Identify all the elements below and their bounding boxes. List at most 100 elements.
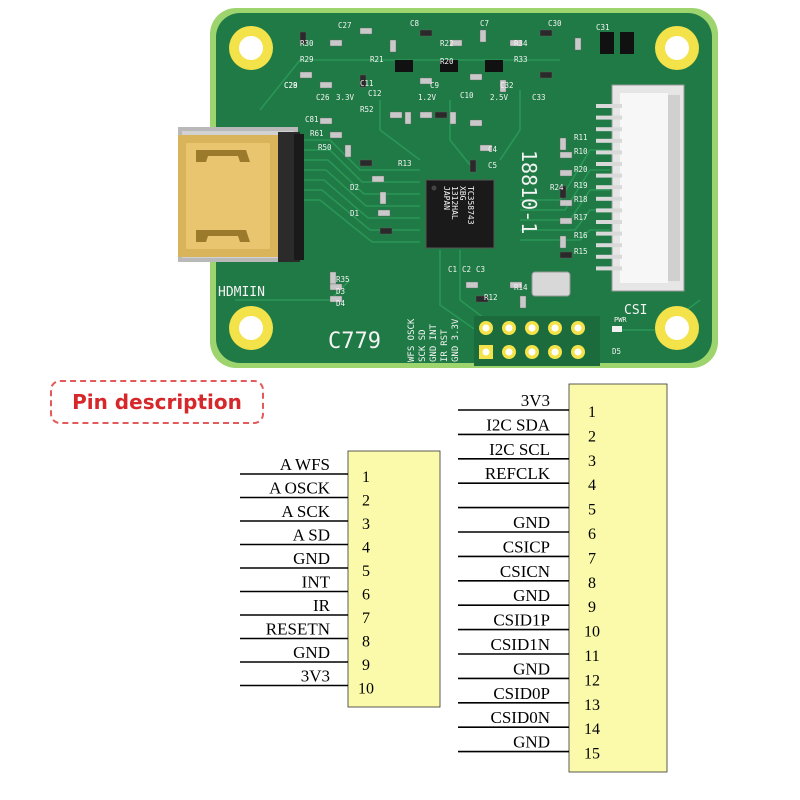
smd-part [419, 111, 433, 119]
csi-pin [596, 115, 622, 120]
smd-part [509, 281, 523, 289]
right-pin-number: 1 [588, 404, 596, 421]
csi-pin [596, 220, 622, 224]
smd-part [559, 235, 567, 249]
component-designator: R20 [574, 165, 588, 174]
smd-part [574, 37, 582, 51]
smd-part [499, 79, 507, 93]
smd-part [559, 199, 573, 207]
smd-transistor [395, 60, 413, 72]
csi-connector [611, 84, 685, 292]
component-designator: C11 [360, 79, 374, 88]
smd-part [379, 191, 387, 205]
component-designator: C9 [430, 81, 439, 90]
right-pin-label: REFCLK [485, 464, 551, 483]
csi-pin [596, 104, 622, 108]
header-silkscreen-label: SCK SD [418, 329, 428, 362]
component-designator: C7 [480, 19, 489, 28]
component-designator: R61 [310, 129, 324, 138]
pin-description-title: Pin description [50, 380, 264, 424]
right-pin-number: 9 [588, 599, 596, 616]
csi-pin [596, 243, 622, 248]
component-designator: R17 [574, 213, 588, 222]
header-pin-hole [505, 348, 513, 356]
right-pin-label: GND [513, 586, 550, 605]
left-pin-label: GND [293, 549, 330, 568]
header-pin-hole [551, 324, 559, 332]
ic-marking-line-3: 1312HAL [450, 186, 459, 220]
component-designator: R20 [440, 57, 454, 66]
ic-marking-line-1: TC358743 [466, 186, 475, 225]
header-pin-hole [528, 324, 536, 332]
left-pin-number: 2 [362, 493, 370, 510]
csi-pin [596, 266, 622, 271]
right-pin-number: 14 [584, 721, 600, 738]
csi-pin [596, 196, 622, 201]
component-designator: R14 [514, 283, 528, 292]
smd-part [371, 175, 385, 183]
mount-hole-bottom-right [655, 306, 699, 350]
right-pin-number: 5 [588, 502, 596, 519]
component-designator: C12 [368, 89, 382, 98]
smd-part [559, 217, 573, 225]
mount-hole-top-right [655, 26, 699, 70]
csi-pin [596, 208, 622, 213]
right-pin-label: GND [513, 733, 550, 752]
pcb-board-photo: C779 18810-1 HDMIIN CSI PWR TC358743 XBG… [178, 8, 718, 368]
component-designator: R24 [550, 183, 564, 192]
ic-marking-line-4: JAPAN [442, 186, 451, 210]
smd-part [379, 227, 393, 235]
smd-part [469, 159, 477, 173]
smd-part [539, 71, 553, 79]
smd-part [449, 39, 463, 47]
component-designator: R50 [318, 143, 332, 152]
smd-part [479, 144, 493, 152]
component-designator: R35 [336, 275, 350, 284]
right-pin-label: I2C SCL [489, 440, 550, 459]
hdmi-connector [178, 127, 304, 262]
smd-part [329, 131, 343, 139]
board-model-label: C779 [328, 329, 381, 354]
component-designator: R13 [398, 159, 412, 168]
left-pin-number: 3 [362, 516, 370, 533]
smd-part [509, 39, 523, 47]
smd-part [559, 137, 567, 151]
ic-marking-line-2: XBG [458, 186, 467, 201]
pwr-led [612, 326, 622, 332]
smd-part [559, 185, 567, 199]
smd-part [559, 169, 573, 177]
right-pin-number: 13 [584, 697, 600, 714]
smd-part [319, 81, 333, 89]
component-designator: R34 [514, 39, 528, 48]
left-pin-number: 4 [362, 540, 370, 557]
header-pin-field [474, 316, 600, 366]
csi-pin-row [596, 104, 622, 271]
right-pin-label: GND [513, 659, 550, 678]
component-designator: D4 [336, 299, 346, 308]
csi-pin [596, 138, 622, 143]
component-designator: C29 [284, 81, 298, 90]
component-designator: R30 [300, 39, 314, 48]
left-pin-label: A SCK [281, 502, 330, 521]
smd-part [419, 77, 433, 85]
component-designator: 2.5V [490, 93, 509, 102]
smd-part [359, 159, 373, 167]
smd-part [319, 117, 333, 125]
left-pin-label: 3V3 [301, 667, 330, 686]
smd-part [329, 39, 343, 47]
csi-pin [596, 162, 622, 166]
right-pin-number: 11 [584, 648, 599, 665]
header-silkscreen-label: IR RST [440, 329, 450, 362]
component-designator: R10 [574, 147, 588, 156]
smd-part [344, 144, 352, 158]
component-designator: D2 [350, 183, 359, 192]
component-designator: C32 [500, 81, 514, 90]
smd-part [359, 27, 373, 35]
header-pin-hole [482, 324, 490, 332]
component-designator: D5 [612, 347, 621, 356]
smd-part [389, 39, 397, 53]
component-designator: R29 [300, 55, 314, 64]
right-pin-label: CSID1P [493, 611, 550, 630]
